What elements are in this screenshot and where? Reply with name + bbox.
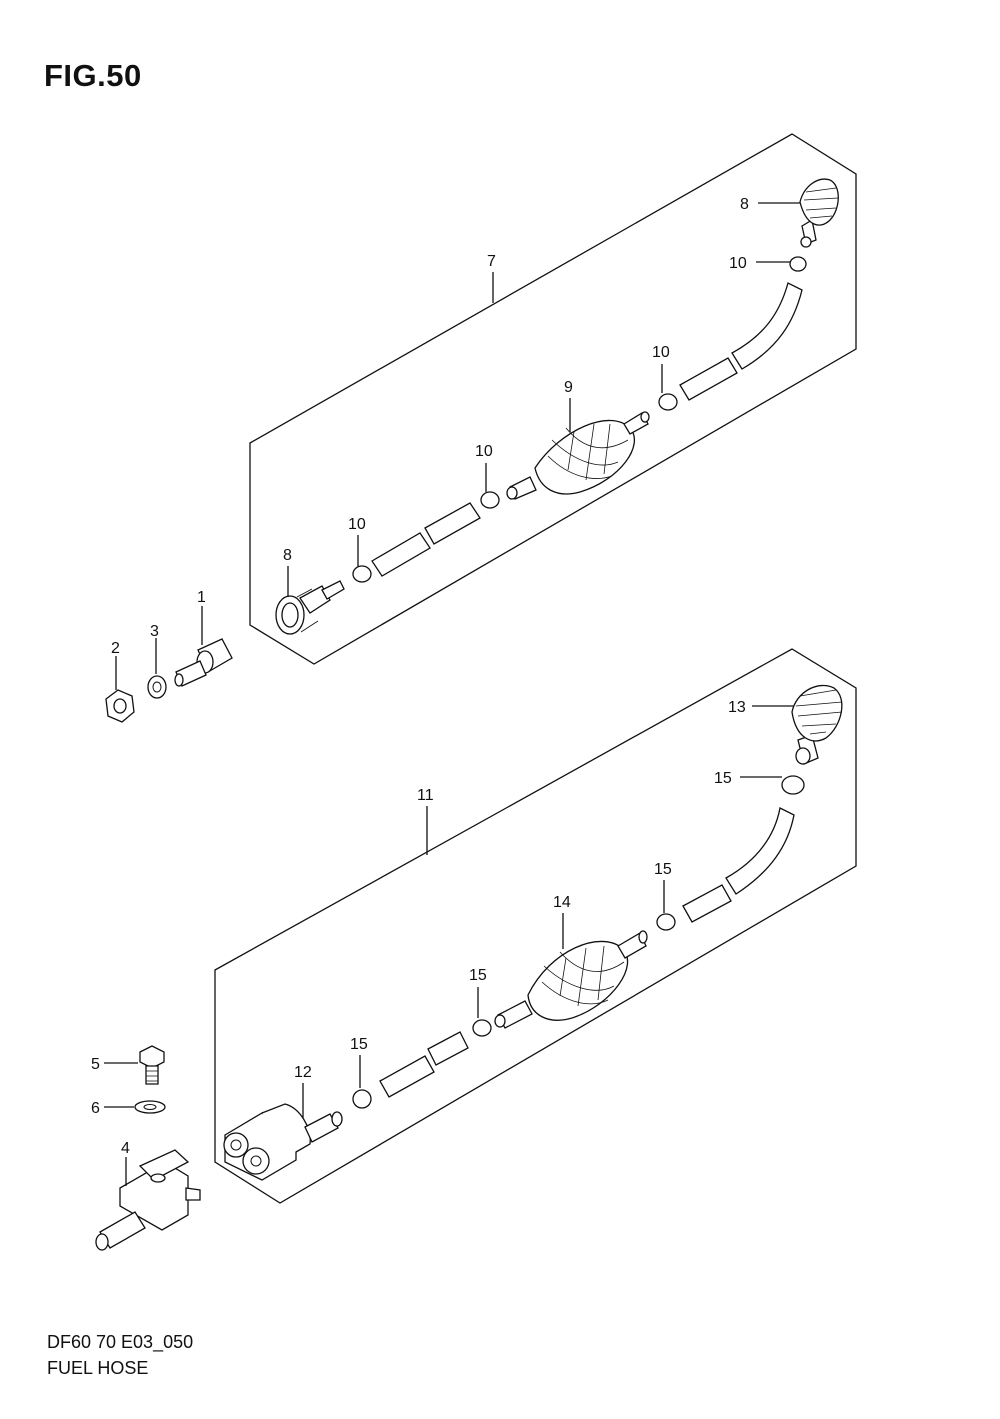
callout-8-lower: 8: [283, 547, 292, 564]
connector-8-lower: [275, 580, 345, 635]
callout-10-upper: 10: [729, 255, 747, 272]
hose-assembly-lower: [223, 684, 843, 1181]
callout-15-upper: 15: [714, 770, 732, 787]
connector-12: [223, 1103, 343, 1181]
callout-12: 12: [294, 1064, 312, 1081]
hose-segment-upper-2: [424, 502, 481, 545]
bolt-5: [139, 1045, 165, 1085]
primer-bulb-9: [506, 411, 650, 500]
leader-lines-upper: [287, 202, 800, 597]
washer-6: [134, 1100, 166, 1114]
connector-8-upper: [799, 178, 839, 248]
callout-3: 3: [150, 623, 159, 640]
callout-9: 9: [564, 379, 573, 396]
callout-15-left: 15: [350, 1036, 368, 1053]
callout-labels: 7 8 10 10 9 10 10 8 1 3 2 13 15 11 15 14…: [91, 196, 749, 1157]
hose-segment-lower-2: [427, 1031, 469, 1066]
clamp-15-a: [352, 1089, 372, 1109]
hose-segment-lower-4: [725, 807, 795, 895]
clamp-15-d: [781, 775, 805, 795]
callout-10-right: 10: [652, 344, 670, 361]
hose-segment-lower-3: [682, 884, 732, 923]
callout-10-left: 10: [348, 516, 366, 533]
leader-lines-small-parts-top: [115, 606, 203, 690]
hose-segment-upper-1: [371, 532, 431, 577]
callout-13: 13: [728, 699, 746, 716]
nut-2: [105, 689, 135, 723]
figure-title: FIG.50: [44, 58, 142, 93]
drawing-code: DF60 70 E03_050: [47, 1332, 194, 1352]
callout-6: 6: [91, 1100, 100, 1117]
leader-lines-lower: [302, 705, 794, 1118]
fitting-1: [174, 638, 233, 687]
callout-14: 14: [553, 894, 571, 911]
valve-4: [95, 1149, 201, 1251]
connector-13: [791, 684, 843, 765]
clamp-10-c: [658, 393, 678, 411]
callout-15-right: 15: [654, 861, 672, 878]
callout-10-middle: 10: [475, 443, 493, 460]
callout-2: 2: [111, 640, 120, 657]
kit-panel-upper: [249, 133, 857, 665]
callout-7: 7: [487, 253, 496, 270]
kit-panel-lower: [214, 648, 857, 1204]
drawing-name: FUEL HOSE: [47, 1358, 149, 1378]
clamp-10-d: [789, 256, 807, 272]
callout-15-middle: 15: [469, 967, 487, 984]
callout-4: 4: [121, 1140, 130, 1157]
callout-5: 5: [91, 1056, 100, 1073]
clamp-10-b: [480, 491, 500, 509]
primer-bulb-14: [494, 930, 648, 1029]
hose-assembly-upper: [275, 178, 839, 635]
clamp-10-a: [352, 565, 372, 583]
callout-11: 11: [417, 787, 434, 804]
hose-segment-lower-1: [379, 1055, 435, 1098]
clamp-15-c: [656, 913, 676, 931]
callout-1: 1: [197, 589, 206, 606]
callout-8-upper: 8: [740, 196, 749, 213]
hose-segment-upper-3: [679, 357, 738, 401]
hose-segment-upper-4: [731, 282, 803, 370]
washer-3: [147, 675, 167, 699]
leader-lines-small-parts-bottom: [104, 1062, 138, 1186]
clamp-15-b: [472, 1019, 492, 1037]
